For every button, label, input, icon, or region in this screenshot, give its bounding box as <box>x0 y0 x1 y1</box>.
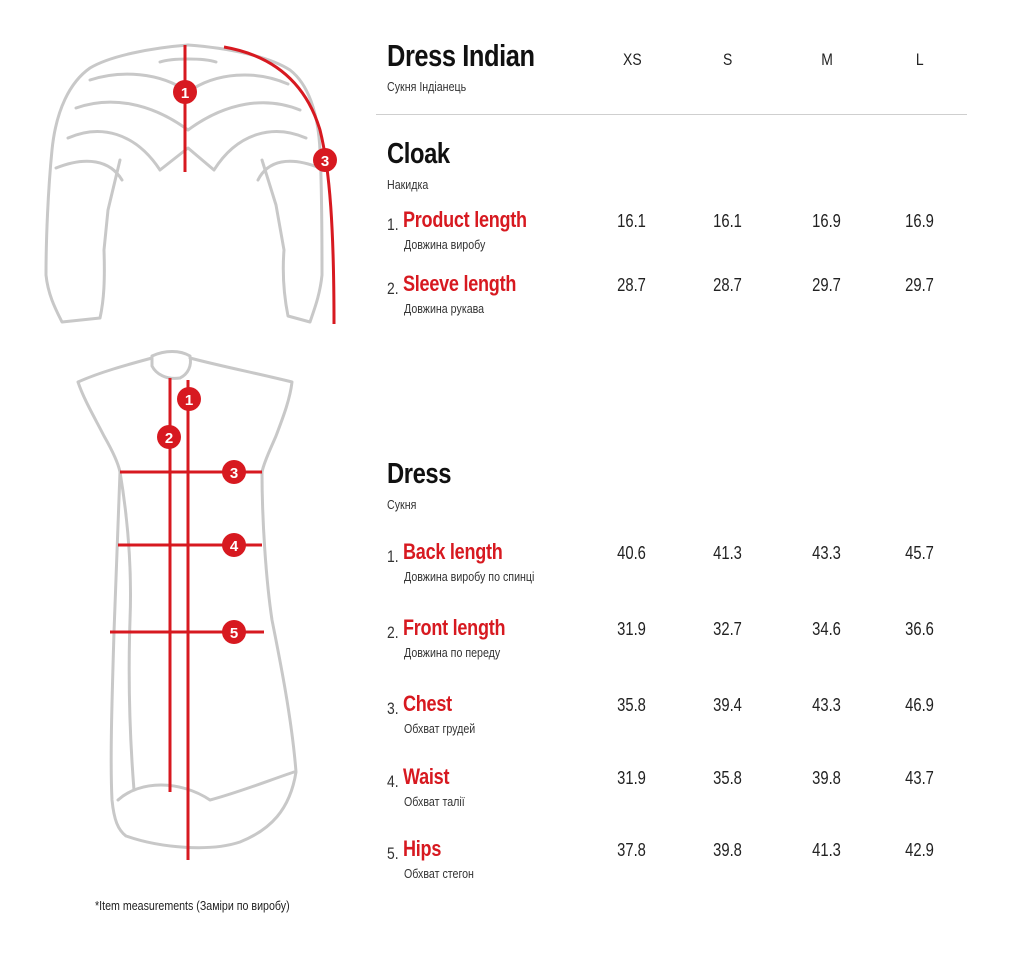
measurement-name: Chest <box>403 691 452 716</box>
row-number: 2. <box>387 623 399 642</box>
product-title: Dress Indian <box>387 38 535 73</box>
dress-marker-3: 3 <box>222 460 246 484</box>
measurement-row: 1. Product length Довжина виробу 16.1 16… <box>387 207 987 253</box>
svg-text:1: 1 <box>181 85 189 102</box>
measurement-name-uk: Довжина рукава <box>404 301 485 316</box>
cloak-marker-3: 3 <box>313 148 337 172</box>
measurement-name-uk: Довжина виробу <box>404 237 486 252</box>
measurement-name-uk: Довжина виробу по спинці <box>404 569 535 584</box>
value-l: 42.9 <box>905 840 935 860</box>
value-m: 16.9 <box>812 211 842 231</box>
value-m: 39.8 <box>812 768 842 788</box>
value-m: 41.3 <box>812 840 842 860</box>
measurement-row: 2. Front length Довжина по переду 31.9 3… <box>387 615 987 661</box>
size-header-m: M <box>821 50 833 69</box>
dress-marker-2: 2 <box>157 425 181 449</box>
measurement-name-uk: Обхват грудей <box>404 721 476 736</box>
measurement-row: 4. Waist Обхват талії 31.9 35.8 39.8 43.… <box>387 764 987 810</box>
value-l: 45.7 <box>905 543 935 563</box>
value-xs: 31.9 <box>617 619 647 639</box>
value-s: 28.7 <box>713 275 743 295</box>
svg-text:2: 2 <box>165 430 173 447</box>
cloak-section-subtitle: Накидка <box>387 177 429 192</box>
value-l: 16.9 <box>905 211 935 231</box>
dress-section-title: Dress <box>387 458 452 490</box>
header-divider <box>376 114 967 115</box>
value-xs: 35.8 <box>617 695 647 715</box>
row-number: 3. <box>387 699 399 718</box>
measurement-name: Waist <box>403 764 450 789</box>
value-s: 16.1 <box>713 211 743 231</box>
value-s: 39.4 <box>713 695 743 715</box>
measurement-name: Product length <box>403 207 527 232</box>
value-l: 36.6 <box>905 619 935 639</box>
cloak-figure <box>44 43 324 324</box>
value-xs: 37.8 <box>617 840 647 860</box>
measurement-row: 3. Chest Обхват грудей 35.8 39.4 43.3 46… <box>387 691 987 737</box>
measurement-name-uk: Обхват талії <box>404 794 465 809</box>
measurement-name: Back length <box>403 539 503 564</box>
measurement-name: Hips <box>403 836 442 861</box>
row-number: 2. <box>387 279 399 298</box>
row-number: 1. <box>387 215 399 234</box>
value-xs: 28.7 <box>617 275 647 295</box>
value-m: 43.3 <box>812 543 842 563</box>
value-s: 41.3 <box>713 543 743 563</box>
footnote: *Item measurements (Заміри по виробу) <box>95 898 290 913</box>
cloak-marker-1: 1 <box>173 80 197 104</box>
cloak-section-title: Cloak <box>387 138 450 170</box>
svg-text:1: 1 <box>185 392 193 409</box>
measurement-name: Sleeve length <box>403 271 517 296</box>
svg-text:3: 3 <box>230 465 238 482</box>
value-s: 32.7 <box>713 619 743 639</box>
value-xs: 31.9 <box>617 768 647 788</box>
value-s: 39.8 <box>713 840 743 860</box>
dress-section-subtitle: Сукня <box>387 497 417 512</box>
row-number: 5. <box>387 844 399 863</box>
row-number: 1. <box>387 547 399 566</box>
value-xs: 16.1 <box>617 211 647 231</box>
product-subtitle: Сукня Індіанець <box>387 79 467 94</box>
size-header-xs: XS <box>622 50 642 69</box>
dress-marker-1: 1 <box>177 387 201 411</box>
svg-text:4: 4 <box>230 538 239 555</box>
measurement-row: 5. Hips Обхват стегон 37.8 39.8 41.3 42.… <box>387 836 987 882</box>
value-m: 34.6 <box>812 619 842 639</box>
measurement-name-uk: Обхват стегон <box>404 866 474 881</box>
value-l: 29.7 <box>905 275 935 295</box>
value-m: 29.7 <box>812 275 842 295</box>
svg-text:5: 5 <box>230 625 238 642</box>
value-xs: 40.6 <box>617 543 647 563</box>
value-m: 43.3 <box>812 695 842 715</box>
row-number: 4. <box>387 772 399 791</box>
size-header-l: L <box>916 50 924 69</box>
svg-text:3: 3 <box>321 153 329 170</box>
size-header-s: S <box>723 50 733 69</box>
value-s: 35.8 <box>713 768 743 788</box>
measurement-row: 2. Sleeve length Довжина рукава 28.7 28.… <box>387 271 987 317</box>
dress-marker-4: 4 <box>222 533 246 557</box>
cloak-measurements: 1 3 <box>173 45 337 325</box>
measurement-row: 1. Back length Довжина виробу по спинці … <box>387 539 987 585</box>
measurement-name: Front length <box>403 615 506 640</box>
value-l: 43.7 <box>905 768 935 788</box>
measurement-name-uk: Довжина по переду <box>404 645 501 660</box>
dress-figure <box>76 350 298 850</box>
value-l: 46.9 <box>905 695 935 715</box>
dress-marker-5: 5 <box>222 620 246 644</box>
